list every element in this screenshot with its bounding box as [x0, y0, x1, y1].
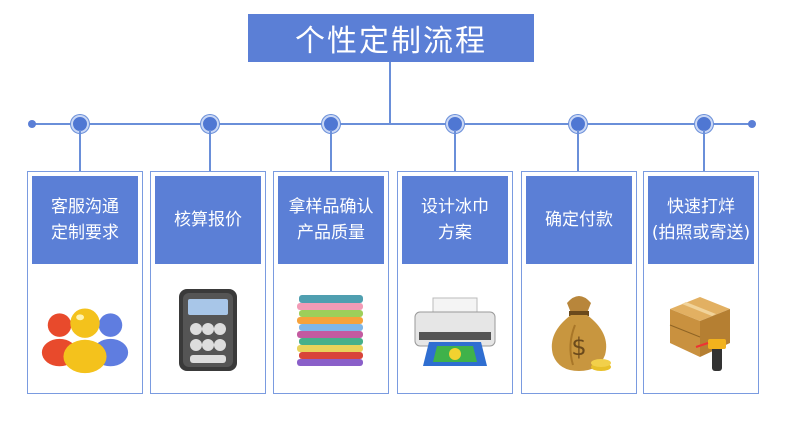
timeline-end-dot [748, 120, 756, 128]
customer-service-people-icon [36, 276, 134, 383]
timeline-stem [209, 130, 211, 172]
timeline-stem [577, 130, 579, 172]
money-bag-icon: $ [530, 276, 628, 383]
step-label: 拿样品确认 产品质量 [278, 176, 384, 264]
package-scanner-icon [652, 276, 750, 383]
timeline-stem [79, 130, 81, 172]
step-card: 确定付款 $ [521, 171, 637, 394]
step-label: 设计冰巾 方案 [402, 176, 508, 264]
page-title: 个性定制流程 [248, 14, 534, 62]
step-card: 拿样品确认 产品质量 [273, 171, 389, 394]
calculator-icon [159, 276, 257, 383]
towel-stack-icon [282, 276, 380, 383]
step-card: 设计冰巾 方案 [397, 171, 513, 394]
step-card: 快速打烊 (拍照或寄送) [643, 171, 759, 394]
timeline-line [32, 123, 752, 125]
timeline-stem [703, 130, 705, 172]
svg-text:$: $ [571, 333, 586, 361]
step-card: 客服沟通 定制要求 [27, 171, 143, 394]
step-label: 确定付款 [526, 176, 632, 264]
timeline-stem [330, 130, 332, 172]
step-label: 客服沟通 定制要求 [32, 176, 138, 264]
step-label: 核算报价 [155, 176, 261, 264]
timeline-stem [454, 130, 456, 172]
printer-icon [406, 276, 504, 383]
step-label: 快速打烊 (拍照或寄送) [648, 176, 754, 264]
step-card: 核算报价 [150, 171, 266, 394]
timeline-start-dot [28, 120, 36, 128]
title-connector [389, 62, 391, 124]
